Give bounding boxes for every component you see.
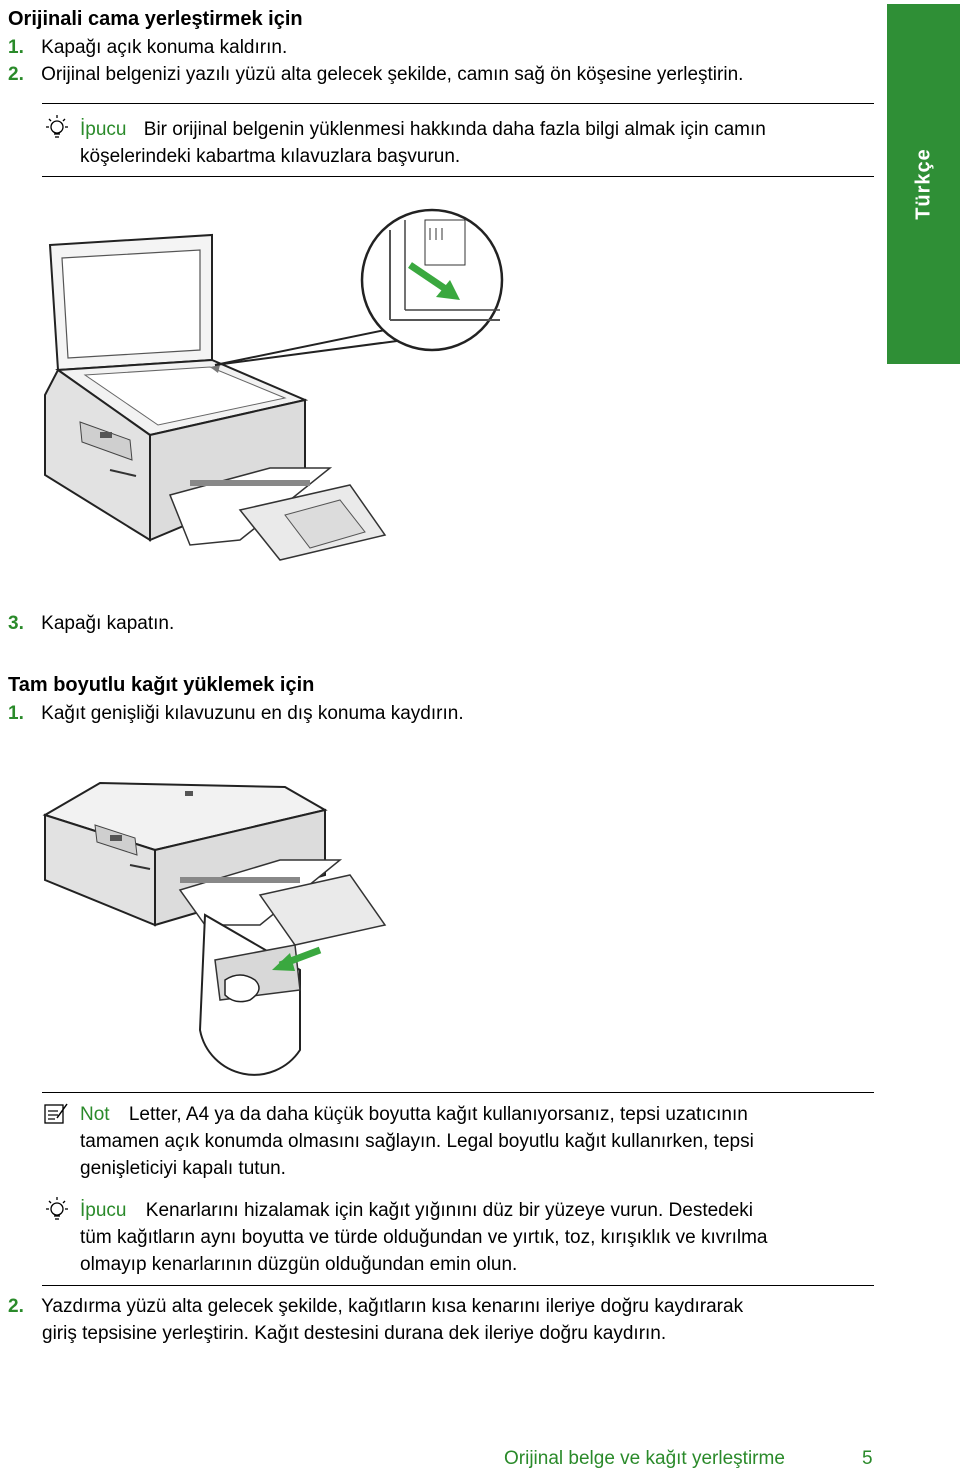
step-number: 2. <box>8 64 24 85</box>
tip1-line1: İpucu Bir orijinal belgenin yüklenmesi h… <box>80 116 766 143</box>
note-line2: tamamen açık konumda olmasını sağlayın. … <box>80 1131 754 1152</box>
step-text: Kağıt genişliği kılavuzunu en dış konuma… <box>41 703 464 724</box>
tip-label: İpucu <box>80 119 127 140</box>
footer-title: Orijinal belge ve kağıt yerleştirme <box>504 1448 785 1469</box>
step-text: Kapağı açık konuma kaldırın. <box>41 37 288 58</box>
language-side-tab: Türkçe <box>887 4 960 364</box>
page-number: 5 <box>862 1448 873 1469</box>
note-icon <box>44 1103 68 1124</box>
lightbulb-icon <box>46 1197 68 1220</box>
note-line1: Not Letter, A4 ya da daha küçük boyutta … <box>80 1101 748 1128</box>
tip-label: İpucu <box>80 1200 127 1221</box>
step-text: Orijinal belgenizi yazılı yüzü alta gele… <box>41 64 744 85</box>
section1-step1: 1. Kapağı açık konuma kaldırın. <box>8 34 287 61</box>
step-text: Yazdırma yüzü alta gelecek şekilde, kağı… <box>41 1296 744 1317</box>
tip-bottom-rule <box>42 1285 874 1286</box>
tip-top-rule <box>42 103 874 104</box>
section2-step1: 1. Kağıt genişliği kılavuzunu en dış kon… <box>8 700 464 727</box>
section2-heading: Tam boyutlu kağıt yüklemek için <box>8 674 315 696</box>
note-line3: genişleticiyi kapalı tutun. <box>80 1158 286 1179</box>
section1-step3: 3. Kapağı kapatın. <box>8 610 174 637</box>
scanner-open-lid-illustration <box>44 208 504 561</box>
note-top-rule <box>42 1092 874 1093</box>
lightbulb-icon <box>46 115 68 138</box>
side-tab-label: Türkçe <box>912 148 934 220</box>
note-text: Letter, A4 ya da daha küçük boyutta kağı… <box>128 1104 748 1125</box>
step-number: 1. <box>8 703 24 724</box>
tip-bottom-rule <box>42 176 874 177</box>
section1-heading: Orijinali cama yerleştirmek için <box>8 8 303 30</box>
tip2-line2: tüm kağıtların aynı boyutta ve türde old… <box>80 1227 768 1248</box>
section2-step2-line2: giriş tepsisine yerleştirin. Kağıt deste… <box>42 1323 667 1344</box>
step-text: Kapağı kapatın. <box>41 613 175 634</box>
note-label: Not <box>80 1104 110 1125</box>
step-number: 2. <box>8 1296 24 1317</box>
step-number: 1. <box>8 37 24 58</box>
tip2-line3: olmayıp kenarlarının düzgün olduğundan e… <box>80 1254 518 1275</box>
tip1-line2: köşelerindeki kabartma kılavuzlara başvu… <box>80 146 461 167</box>
section2-step2-line1: 2. Yazdırma yüzü alta gelecek şekilde, k… <box>8 1293 743 1320</box>
tip-text: Bir orijinal belgenin yüklenmesi hakkınd… <box>143 119 766 140</box>
paper-guide-illustration <box>42 781 387 1076</box>
section1-step2: 2. Orijinal belgenizi yazılı yüzü alta g… <box>8 61 743 88</box>
tip-text: Kenarlarını hizalamak için kağıt yığının… <box>145 1200 754 1221</box>
tip2-line1: İpucu Kenarlarını hizalamak için kağıt y… <box>80 1197 753 1224</box>
step-number: 3. <box>8 613 24 634</box>
